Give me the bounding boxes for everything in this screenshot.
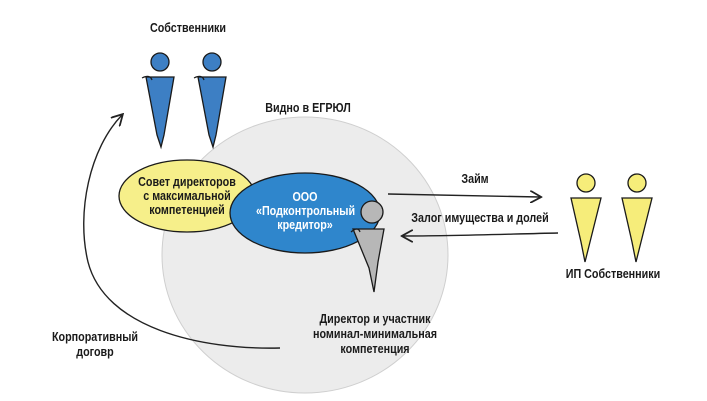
director-label: Директор и участник номинал-минимальная … xyxy=(312,312,438,356)
pledge-label: Залог имущества и долей xyxy=(411,211,549,225)
corporate-curved-arrow-icon xyxy=(83,115,281,349)
board-label: Совет директоров с максимальной компетен… xyxy=(138,175,236,217)
ip-owner-figure-1-icon xyxy=(570,173,602,263)
corporate-contract-label: Корпоративный договр xyxy=(51,330,139,359)
director-figure-icon xyxy=(350,200,385,293)
owner-figure-2-icon xyxy=(193,52,227,150)
pledge-arrow-icon xyxy=(403,233,559,236)
loan-label: Займ xyxy=(461,172,489,186)
owner-figure-1-icon xyxy=(141,52,175,150)
ip-owners-label: ИП Собственники xyxy=(565,267,661,281)
company-label: ООО «Подконтрольный кредитор» xyxy=(255,190,356,232)
loan-arrow-icon xyxy=(387,194,540,197)
ip-owner-figure-2-icon xyxy=(621,173,653,263)
egrul-visible-label: Видно в ЕГРЮЛ xyxy=(265,101,351,115)
owners-label: Собственники xyxy=(149,21,227,35)
